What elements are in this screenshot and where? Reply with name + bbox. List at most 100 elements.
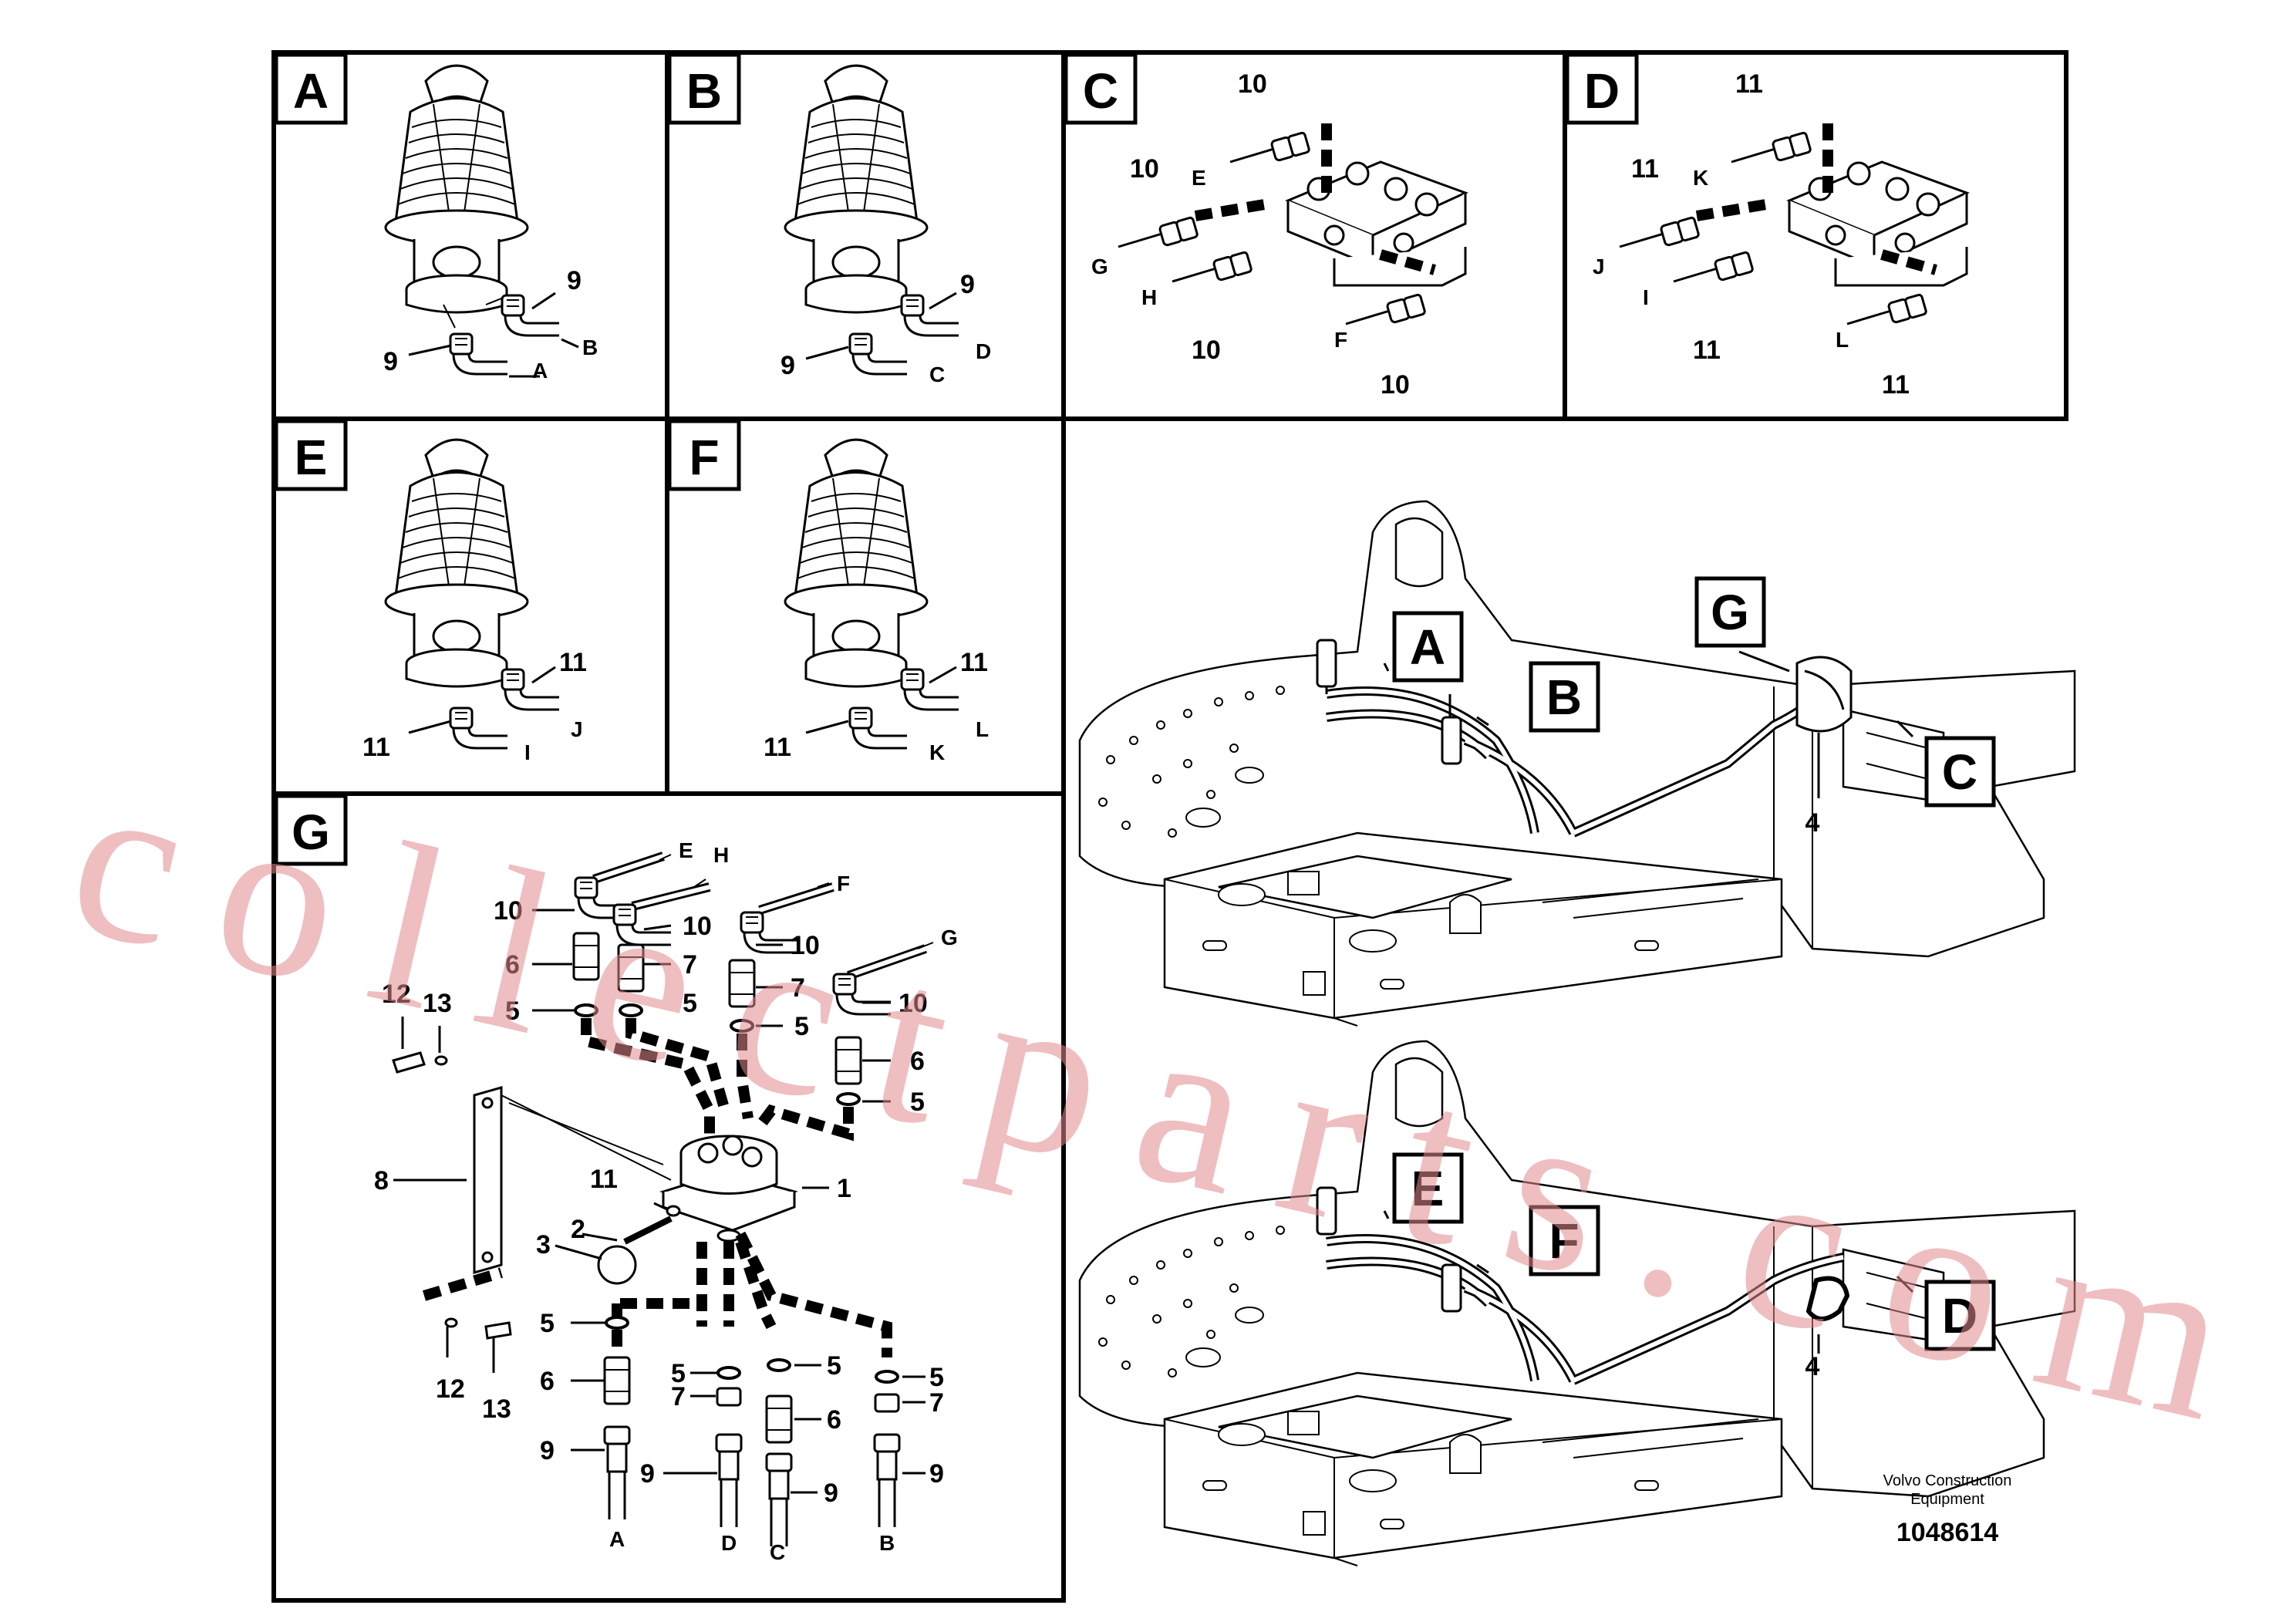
label-4: 4: [1805, 808, 1820, 838]
panel-b-tag: B: [686, 63, 722, 119]
label-5: 5: [929, 1363, 944, 1392]
label-hose-h: H: [713, 843, 729, 867]
panel-b: B 9 9 C D: [667, 52, 991, 386]
label-2: 2: [571, 1215, 585, 1244]
label-9: 9: [640, 1459, 655, 1489]
label-6: 6: [827, 1405, 841, 1435]
label-11: 11: [362, 733, 390, 762]
label-7: 7: [671, 1382, 686, 1411]
label-hose-i: I: [524, 740, 531, 764]
label-11: 11: [1631, 154, 1659, 184]
callout-b: B: [1546, 669, 1582, 725]
label-hose-f: F: [837, 872, 850, 895]
maker-line-2: Equipment: [1910, 1491, 1984, 1508]
label-5: 5: [671, 1359, 686, 1388]
callout-a: A: [1410, 619, 1445, 675]
label-hose-l: L: [1836, 328, 1849, 352]
panel-e: E 11 11 J I: [274, 419, 587, 764]
panel-d: D 11 11 11 11 K J I L: [1565, 52, 1968, 400]
label-11: 11: [559, 648, 587, 677]
label-12: 12: [382, 980, 411, 1009]
label-11: 11: [590, 1165, 618, 1194]
label-5: 5: [505, 996, 520, 1026]
label-5: 5: [540, 1309, 555, 1338]
label-10: 10: [1130, 154, 1159, 184]
label-hose-a: A: [609, 1527, 625, 1551]
label-hose-k: K: [929, 740, 945, 764]
label-7: 7: [683, 950, 697, 980]
label-hose-i: I: [1643, 285, 1649, 309]
label-9: 9: [929, 1459, 944, 1489]
label-10: 10: [899, 989, 928, 1018]
label-6: 6: [540, 1367, 555, 1396]
panel-c: C 10 10 10 10 E G H F: [1064, 52, 1467, 400]
label-10: 10: [1192, 336, 1221, 365]
callout-c: C: [1942, 744, 1977, 800]
panel-a-tag: A: [293, 63, 329, 119]
label-hose-b: B: [582, 336, 598, 359]
label-7: 7: [929, 1388, 944, 1418]
label-hose-d: D: [721, 1531, 737, 1555]
panel-f: F 11 11 L K: [667, 419, 989, 764]
label-11: 11: [1693, 336, 1721, 365]
callout-d: D: [1942, 1288, 1977, 1344]
label-9: 9: [383, 347, 398, 376]
label-10: 10: [791, 931, 820, 960]
label-9: 9: [960, 270, 975, 299]
label-hose-l: L: [976, 717, 989, 741]
label-9: 9: [567, 266, 582, 295]
label-hose-j: J: [1593, 255, 1605, 278]
label-hose-f: F: [1334, 328, 1347, 352]
label-11: 11: [1882, 370, 1910, 400]
panel-g: G: [274, 794, 958, 1564]
panel-a: A 9 9 A B: [274, 52, 598, 383]
maker-line-1: Volvo Construction: [1883, 1472, 2012, 1489]
overview-callouts: A B G C E F D 4 4: [1392, 576, 1996, 1381]
label-10: 10: [683, 912, 712, 941]
label-7: 7: [791, 973, 805, 1003]
callout-g: G: [1711, 585, 1749, 640]
label-4: 4: [1805, 1352, 1820, 1381]
label-9: 9: [824, 1479, 838, 1508]
label-11: 11: [764, 733, 791, 762]
label-8: 8: [374, 1166, 389, 1195]
panel-e-tag: E: [295, 430, 328, 485]
label-hose-d: D: [976, 339, 991, 363]
label-10: 10: [1381, 370, 1410, 400]
label-hose-e: E: [1192, 166, 1206, 190]
panel-f-tag: F: [689, 430, 719, 485]
label-hose-k: K: [1693, 166, 1708, 190]
label-hose-c: C: [770, 1540, 785, 1564]
label-hose-g: G: [1091, 255, 1108, 278]
label-3: 3: [536, 1230, 551, 1259]
label-hose-j: J: [571, 717, 583, 741]
label-12: 12: [436, 1374, 465, 1404]
label-13: 13: [482, 1394, 511, 1424]
panel-g-tag: G: [292, 804, 330, 860]
drawing-number: 1048614: [1896, 1518, 1998, 1547]
label-5: 5: [827, 1351, 841, 1381]
overview-lower: [1078, 1040, 2076, 1567]
label-9: 9: [781, 351, 795, 380]
label-hose-e: E: [679, 838, 693, 862]
callout-f: F: [1549, 1213, 1579, 1269]
label-10: 10: [1238, 69, 1267, 99]
label-hose-g: G: [941, 926, 958, 949]
label-11: 11: [960, 648, 988, 677]
title-block: Volvo Construction Equipment 1048614: [1883, 1472, 2012, 1547]
panel-d-tag: D: [1584, 63, 1620, 119]
label-6: 6: [505, 950, 520, 980]
label-1: 1: [837, 1174, 851, 1203]
label-5: 5: [910, 1088, 925, 1117]
panel-c-tag: C: [1083, 63, 1118, 119]
label-5: 5: [794, 1012, 809, 1041]
label-hose-c: C: [929, 363, 945, 386]
overview-upper: [1078, 500, 2076, 1027]
callout-e: E: [1411, 1161, 1445, 1216]
label-11: 11: [1735, 69, 1763, 99]
label-9: 9: [540, 1436, 555, 1465]
label-10: 10: [494, 896, 523, 926]
label-6: 6: [910, 1047, 925, 1076]
label-hose-a: A: [532, 359, 548, 383]
